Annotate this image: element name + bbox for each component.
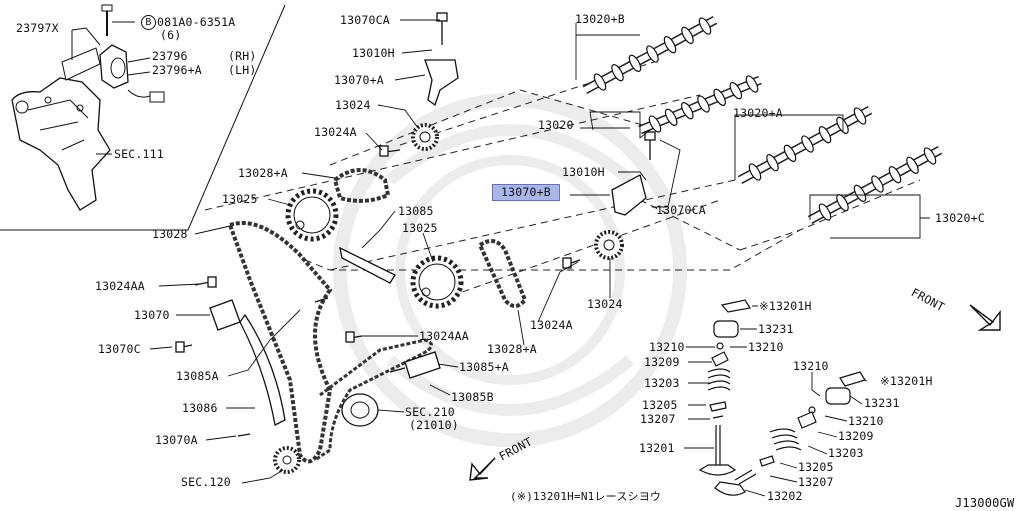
sprocket-13025-left — [285, 188, 339, 242]
bolt-marker-b: B — [141, 15, 156, 30]
part-label-13070a-bot: 13070A — [155, 433, 198, 447]
part-label-13210-3: 13210 — [793, 359, 829, 373]
sec210-label: SEC.210 — [405, 405, 455, 419]
part-label-13086: 13086 — [182, 401, 218, 415]
bolt-code-label: 081A0-6351A — [157, 15, 236, 29]
sprocket-13025-mid — [410, 255, 464, 309]
part-label-13020b: 13020+B — [575, 12, 625, 26]
part-label-13020c: 13020+C — [935, 211, 985, 225]
part-label-13207-1: 13207 — [640, 412, 676, 426]
valve-train-left — [698, 299, 751, 476]
part-label-13203-1: 13203 — [644, 376, 680, 390]
chain-guide-13085 — [339, 246, 396, 284]
part-label-13070ca-top: 13070CA — [340, 13, 390, 27]
inset-border — [0, 4, 286, 231]
sprocket-13024-mid — [594, 230, 624, 260]
part-label-13024a-mid: 13024A — [530, 318, 573, 332]
tensioner-13070a-top — [424, 59, 459, 107]
valve-train-right — [714, 371, 866, 496]
sensor-drawing — [61, 4, 165, 103]
part-label-13070b-highlighted[interactable]: 13070+B — [492, 184, 560, 201]
part-label-13024aa-2: 13024AA — [419, 329, 469, 343]
sprocket-crank — [273, 446, 301, 474]
timing-chain-13028a-left — [332, 168, 391, 203]
tensioner-13070 — [209, 299, 241, 331]
guide-13085b — [404, 351, 441, 379]
part-label-13070ca-mid: 13070CA — [656, 203, 706, 217]
part-label-13205-1: 13205 — [642, 398, 678, 412]
part-label-13231-1: 13231 — [758, 322, 794, 336]
leader-lines — [149, 19, 930, 497]
part-label-13085: 13085 — [398, 204, 434, 218]
part-label-13028a-mid: 13028+A — [487, 342, 537, 356]
front-arrow-bottom — [469, 457, 496, 481]
part-label-13201h-2: ※13201H — [880, 374, 933, 388]
footnote: (※)13201H=N1レースシヨウ — [510, 490, 662, 503]
bolt-qty-label: (6) — [160, 28, 182, 42]
part-label-13024-mid: 13024 — [587, 297, 623, 311]
sec210-sub-label: (21010) — [409, 418, 459, 432]
part-label-13085b: 13085B — [451, 390, 494, 404]
part-label-13085a: 13085A — [176, 369, 219, 383]
part-label-13203-2: 13203 — [828, 446, 864, 460]
part-label-13020: 13020 — [538, 118, 574, 132]
part-label-13025-left: 13025 — [222, 192, 258, 206]
water-pump-sec210 — [341, 393, 379, 427]
part-label-13210-2: 13210 — [748, 340, 784, 354]
part-label-13209-2: 13209 — [838, 429, 874, 443]
part-label-13070a-top: 13070+A — [334, 73, 384, 87]
rh-label: (RH) — [228, 49, 257, 63]
timing-chain-13028 — [227, 221, 333, 464]
sprocket-13024-top — [411, 123, 439, 151]
part-label-13010h-mid: 13010H — [562, 165, 605, 179]
part-label-23797x: 23797X — [16, 21, 59, 35]
part-label-13210-1: 13210 — [649, 340, 685, 354]
diagram-code: J13000GW — [955, 496, 1015, 510]
part-label-13024a-top: 13024A — [314, 125, 357, 139]
part-label-13028: 13028 — [152, 227, 188, 241]
part-label-13201: 13201 — [639, 441, 675, 455]
part-label-13024-top: 13024 — [335, 98, 371, 112]
sec111-label: SEC.111 — [114, 147, 164, 161]
part-label-13201h-1: ※13201H — [759, 299, 812, 313]
part-label-13020a: 13020+A — [733, 106, 783, 120]
tensioner-13070b — [611, 174, 647, 216]
part-label-13202: 13202 — [767, 489, 803, 503]
part-label-13028a-top: 13028+A — [238, 166, 288, 180]
sec120-label: SEC.120 — [181, 475, 231, 489]
part-label-13010h-top: 13010H — [352, 46, 395, 60]
part-label-13205-2: 13205 — [798, 460, 834, 474]
part-label-13210-4: 13210 — [848, 414, 884, 428]
cam-lobes — [593, 17, 937, 221]
part-label-23796: 23796 — [152, 49, 188, 63]
part-label-13024aa-1: 13024AA — [95, 279, 145, 293]
part-label-13070c: 13070C — [98, 342, 141, 356]
part-label-13025-mid: 13025 — [402, 221, 438, 235]
lh-label: (LH) — [228, 63, 257, 77]
front-arrow-right — [969, 304, 1001, 331]
part-label-13231-2: 13231 — [864, 396, 900, 410]
part-label-13085plusa: 13085+A — [459, 360, 509, 374]
part-label-13209-1: 13209 — [644, 355, 680, 369]
part-label-13207-2: 13207 — [798, 475, 834, 489]
front-cover-drawing — [11, 77, 111, 211]
timing-chain-13028a-mid — [477, 239, 528, 308]
tension-guide-13085a — [239, 313, 286, 426]
part-label-13070: 13070 — [134, 308, 170, 322]
part-label-23796a: 23796+A — [152, 63, 202, 77]
timing-chain-lower — [314, 338, 433, 462]
